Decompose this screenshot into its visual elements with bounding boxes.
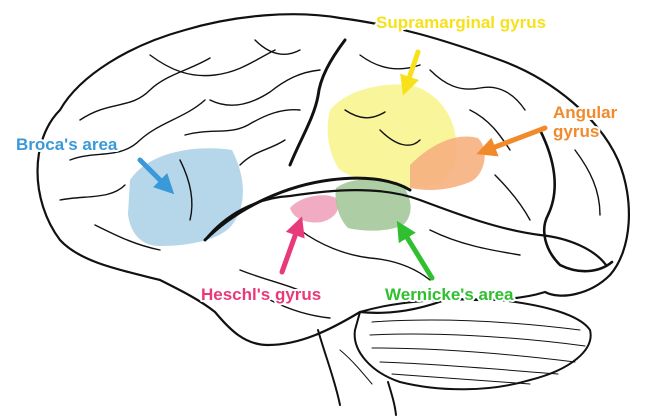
heschl-region — [290, 195, 339, 223]
angular-region — [410, 136, 485, 190]
wernicke-arrow — [396, 220, 435, 281]
supramarginal-arrow — [400, 49, 421, 96]
brain-stem — [317, 329, 397, 416]
occipital-sulcus — [538, 128, 614, 273]
cerebrum-outline — [36, 13, 631, 347]
pointer-arrows — [137, 49, 548, 281]
angular-arrow — [476, 125, 548, 157]
region-labels: Supramarginal gyrus Angular gyrus Broca'… — [14, 11, 620, 306]
broca-label: Broca's area — [16, 135, 118, 154]
central-sulcus — [288, 38, 347, 167]
heschl-arrow — [279, 216, 305, 275]
broca-region — [128, 148, 243, 246]
lateral-sulcus — [203, 176, 412, 242]
broca-arrow — [137, 157, 175, 195]
cerebellum — [353, 298, 592, 391]
angular-label-line2: gyrus — [553, 122, 599, 141]
brain-outline — [36, 13, 631, 416]
heschl-label: Heschl's gyrus — [201, 285, 321, 304]
wernicke-label: Wernicke's area — [385, 285, 514, 304]
wernicke-region — [335, 179, 411, 231]
supramarginal-label: Supramarginal gyrus — [376, 13, 546, 32]
brain-regions — [128, 84, 485, 246]
angular-label-line1: Angular — [553, 103, 618, 122]
gyri — [59, 39, 601, 319]
